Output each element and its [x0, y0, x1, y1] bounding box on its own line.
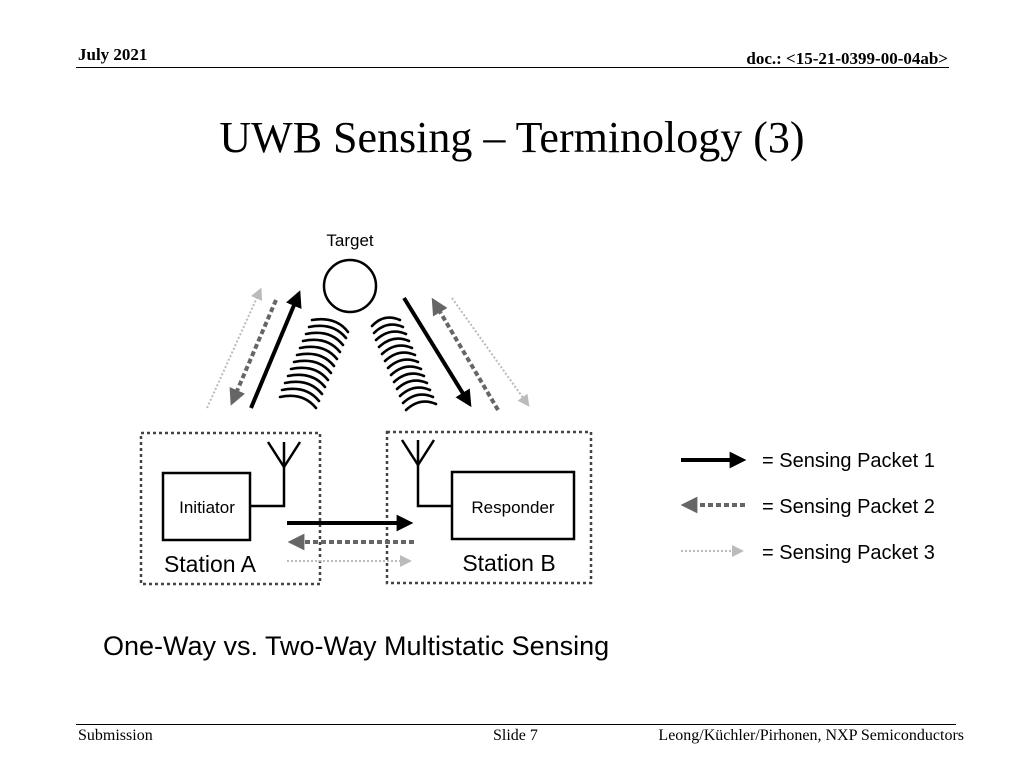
- legend-packet3-label: = Sensing Packet 3: [762, 542, 935, 564]
- responder-label: Responder: [471, 498, 555, 517]
- initiator-label: Initiator: [179, 498, 235, 517]
- footer-submission: Submission: [78, 727, 153, 744]
- packet2-arrow-to-target-right: [431, 297, 500, 412]
- header-divider: [76, 67, 949, 68]
- header-date: July 2021: [78, 45, 148, 64]
- station-b-antenna-icon: [400, 439, 452, 508]
- legend-packet2-label: = Sensing Packet 2: [762, 496, 935, 518]
- footer-slide-number: Slide 7: [493, 727, 538, 744]
- station-b-label: Station B: [462, 550, 555, 576]
- packet1-arrow-to-target-left: [249, 290, 302, 409]
- legend: = Sensing Packet 1 = Sensing Packet 2 = …: [680, 450, 935, 564]
- station-a-antenna-icon: [250, 441, 302, 508]
- packet2-arrow-from-target-left: [229, 299, 278, 406]
- legend-packet1-label: = Sensing Packet 1: [762, 450, 935, 472]
- station-a-label: Station A: [164, 551, 257, 577]
- left-signal-waves: [278, 317, 350, 410]
- packet1-arrow-from-target-right: [402, 296, 472, 408]
- right-signal-waves: [370, 316, 438, 412]
- packet3-arrow-to-target-left: [206, 287, 262, 409]
- station-a-boundary: [139, 431, 322, 586]
- header-doc-id: doc.: <15-21-0399-00-04ab>: [746, 49, 948, 68]
- responder-box: [450, 470, 576, 541]
- packet3-arrow-from-target-right: [451, 297, 530, 407]
- station-b-boundary: [385, 430, 593, 585]
- slide-title: UWB Sensing – Terminology (3): [219, 113, 805, 162]
- target-circle: [322, 258, 378, 314]
- diagram-caption: One-Way vs. Two-Way Multistatic Sensing: [103, 631, 610, 661]
- footer-divider: [76, 724, 956, 725]
- footer-authors: Leong/Küchler/Pirhonen, NXP Semiconducto…: [658, 727, 964, 744]
- target-label: Target: [326, 231, 374, 250]
